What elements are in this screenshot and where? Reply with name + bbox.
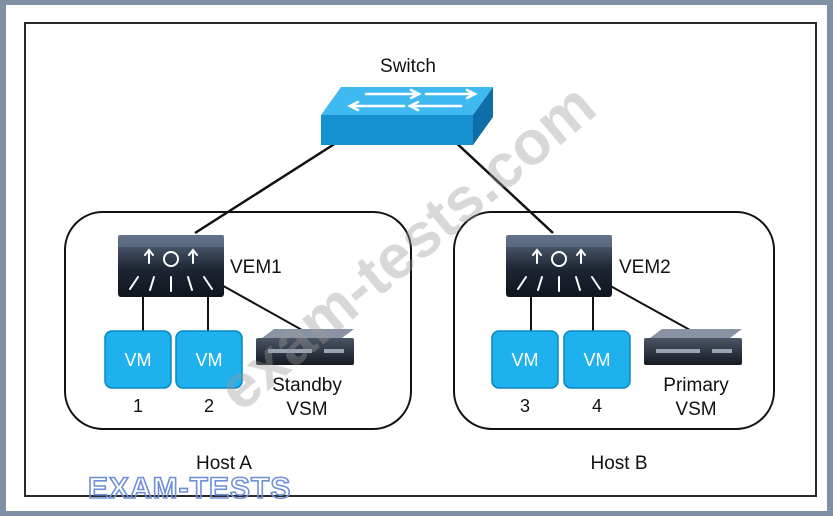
diagram-border: [24, 22, 817, 497]
standby-vsm-label-line2: VSM: [286, 399, 327, 420]
vem2-label: VEM2: [619, 257, 671, 278]
host-b-box: [453, 211, 775, 430]
vm4-number: 4: [592, 396, 602, 416]
link-switch-vem1: [194, 141, 337, 235]
vem1-label: VEM1: [230, 257, 282, 278]
host-a-label: Host A: [196, 453, 252, 474]
vm3-icon: [491, 330, 559, 389]
vem2-icon: [506, 235, 612, 297]
switch-icon: [321, 87, 493, 145]
primary-vsm-label-line1: Primary: [663, 375, 729, 396]
standby-vsm-label-line1: Standby: [272, 375, 342, 396]
primary-vsm-label-line2: VSM: [675, 399, 716, 420]
primary-vsm-icon: [644, 329, 742, 365]
vm4-label: VM: [584, 350, 611, 370]
link-vem2-vsm: [604, 282, 691, 331]
vm2-icon: [175, 330, 243, 389]
link-vem1-vsm: [217, 282, 303, 331]
link-switch-vem2: [450, 137, 554, 234]
host-b-label: Host B: [590, 453, 647, 474]
host-a-box: [64, 211, 412, 430]
watermark-logo: EXAM-TESTS: [88, 472, 291, 505]
vm2-label: VM: [196, 350, 223, 370]
switch-label: Switch: [380, 56, 436, 77]
vm3-number: 3: [520, 396, 530, 416]
vm1-label: VM: [125, 350, 152, 370]
vm1-number: 1: [133, 396, 143, 416]
vm3-label: VM: [512, 350, 539, 370]
vm2-number: 2: [204, 396, 214, 416]
vm1-icon: [104, 330, 172, 389]
network-diagram: Switch VEM1: [64, 56, 775, 506]
vm4-icon: [563, 330, 631, 389]
standby-vsm-icon: [256, 329, 354, 365]
diagram-frame: Switch VEM1: [6, 5, 827, 511]
vem1-icon: [118, 235, 224, 297]
